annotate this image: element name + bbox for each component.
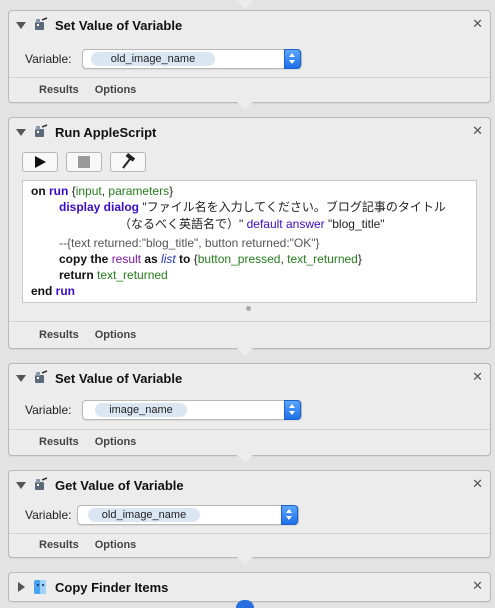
action-run-applescript: Run AppleScript ✕ on run {input, paramet… bbox=[8, 117, 491, 349]
action-header: Set Value of Variable ✕ bbox=[9, 364, 490, 392]
variable-token: old_image_name bbox=[91, 52, 215, 66]
close-icon[interactable]: ✕ bbox=[472, 369, 483, 384]
connector bbox=[236, 556, 254, 565]
variable-popup[interactable]: old_image_name bbox=[82, 49, 302, 69]
action-header: Copy Finder Items ✕ bbox=[9, 573, 490, 601]
disclosure-triangle-icon[interactable] bbox=[16, 129, 26, 136]
close-icon[interactable]: ✕ bbox=[472, 578, 483, 593]
code-line-5: copy the result as list to {button_press… bbox=[59, 252, 362, 266]
code-line-2: display dialog "ファイル名を入力してください。ブログ記事のタイト… bbox=[59, 200, 446, 214]
stop-button[interactable] bbox=[66, 152, 102, 172]
divider bbox=[9, 321, 490, 322]
tab-options[interactable]: Options bbox=[94, 539, 137, 551]
variable-token: image_name bbox=[95, 403, 187, 417]
action-get-value-of-variable: Get Value of Variable ✕ Variable: old_im… bbox=[8, 470, 491, 558]
tab-results[interactable]: Results bbox=[39, 84, 79, 96]
hammer-icon bbox=[122, 152, 136, 169]
automator-robot-icon bbox=[35, 370, 48, 383]
connector bbox=[236, 347, 254, 356]
connector-top bbox=[236, 0, 254, 9]
close-icon[interactable]: ✕ bbox=[472, 16, 483, 31]
action-title: Set Value of Variable bbox=[55, 371, 183, 386]
action-header: Get Value of Variable ✕ bbox=[9, 471, 490, 499]
action-title: Set Value of Variable bbox=[55, 18, 183, 33]
tab-results[interactable]: Results bbox=[39, 436, 79, 448]
compile-button[interactable] bbox=[110, 152, 146, 172]
action-tabs: Results Options bbox=[39, 84, 152, 96]
divider bbox=[9, 533, 490, 534]
variable-label: Variable: bbox=[25, 52, 72, 66]
tab-options[interactable]: Options bbox=[94, 84, 137, 96]
action-title: Run AppleScript bbox=[55, 125, 157, 140]
stop-icon bbox=[78, 156, 90, 168]
action-header: Set Value of Variable ✕ bbox=[9, 11, 490, 39]
action-header: Run AppleScript ✕ bbox=[9, 118, 490, 146]
action-tabs: Results Options bbox=[39, 329, 152, 341]
automator-robot-icon bbox=[35, 17, 48, 30]
divider bbox=[9, 429, 490, 430]
variable-label: Variable: bbox=[25, 403, 72, 417]
applescript-editor[interactable]: on run {input, parameters} display dialo… bbox=[22, 180, 477, 303]
variable-popup[interactable]: old_image_name bbox=[77, 505, 299, 525]
run-icon bbox=[35, 156, 46, 168]
disclosure-triangle-icon[interactable] bbox=[16, 375, 26, 382]
action-copy-finder-items: Copy Finder Items ✕ bbox=[8, 572, 491, 602]
code-line-7: end run bbox=[31, 284, 76, 298]
code-line-6: return text_returned bbox=[59, 268, 168, 282]
disclosure-triangle-icon[interactable] bbox=[16, 22, 26, 29]
finder-icon bbox=[34, 580, 46, 594]
code-line-3: （なるべく英語名で）" default answer "blog_title" bbox=[119, 217, 385, 231]
action-title: Get Value of Variable bbox=[55, 478, 184, 493]
code-line-4: --{text returned:"blog_title", button re… bbox=[59, 236, 320, 250]
tab-options[interactable]: Options bbox=[94, 329, 137, 341]
variable-label: Variable: bbox=[25, 508, 72, 522]
action-tabs: Results Options bbox=[39, 539, 152, 551]
chevron-updown-icon[interactable] bbox=[284, 400, 301, 420]
divider bbox=[9, 77, 490, 78]
automator-robot-icon bbox=[35, 124, 48, 137]
action-title: Copy Finder Items bbox=[55, 580, 169, 595]
run-button[interactable] bbox=[22, 152, 58, 172]
tab-results[interactable]: Results bbox=[39, 539, 79, 551]
action-set-value-of-variable-1: Set Value of Variable ✕ Variable: old_im… bbox=[8, 10, 491, 103]
close-icon[interactable]: ✕ bbox=[472, 123, 483, 138]
resize-handle-icon[interactable] bbox=[246, 306, 251, 311]
variable-token: old_image_name bbox=[88, 508, 200, 522]
disclosure-triangle-icon[interactable] bbox=[16, 482, 26, 489]
close-icon[interactable]: ✕ bbox=[472, 476, 483, 491]
code-line-1: on run {input, parameters} bbox=[31, 184, 174, 198]
automator-robot-icon bbox=[35, 477, 48, 490]
tab-options[interactable]: Options bbox=[94, 436, 137, 448]
action-set-value-of-variable-2: Set Value of Variable ✕ Variable: image_… bbox=[8, 363, 491, 456]
tab-results[interactable]: Results bbox=[39, 329, 79, 341]
chevron-updown-icon[interactable] bbox=[284, 49, 301, 69]
action-tabs: Results Options bbox=[39, 436, 152, 448]
variable-popup[interactable]: image_name bbox=[82, 400, 302, 420]
connector bbox=[236, 101, 254, 110]
disclosure-triangle-icon[interactable] bbox=[18, 582, 25, 592]
chevron-updown-icon[interactable] bbox=[281, 505, 298, 525]
connector-bottom bbox=[236, 600, 254, 608]
connector bbox=[236, 454, 254, 463]
